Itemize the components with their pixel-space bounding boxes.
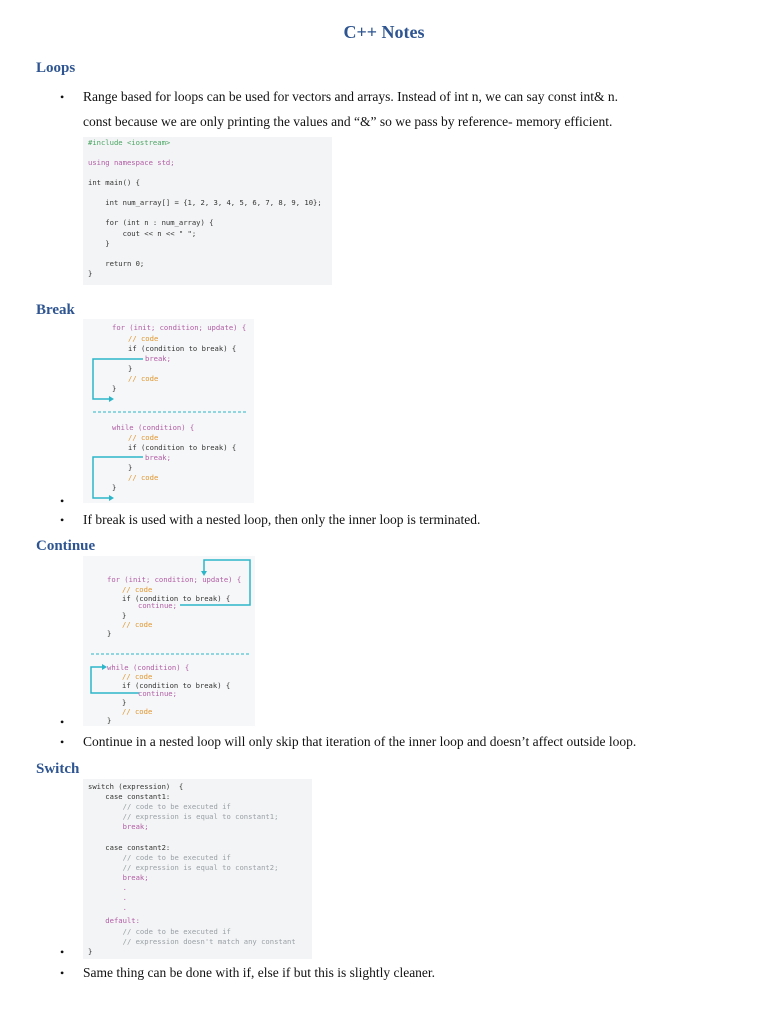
code-line: // expression is equal to constant1; — [88, 812, 279, 821]
code-line: break; — [88, 873, 149, 882]
switch-note: Same thing can be done with if, else if … — [83, 965, 436, 980]
code-line: #include <iostream> — [88, 138, 171, 147]
code-line: for (init; condition; update) { — [107, 575, 242, 584]
code-line: continue; — [138, 601, 177, 610]
code-line: } — [112, 483, 117, 492]
code-line: } — [128, 463, 133, 472]
bullet-marker: • — [60, 494, 65, 508]
code-line: } — [122, 611, 127, 620]
code-line: case constant1: — [88, 792, 171, 801]
code-line: if (condition to break) { — [122, 594, 231, 603]
code-line: // code — [122, 672, 153, 681]
code-line: // code — [128, 334, 159, 343]
code-line: for (init; condition; update) { — [112, 323, 247, 332]
code-line: return 0; — [88, 259, 145, 268]
code-line: cout << n << " "; — [88, 229, 197, 238]
heading-continue: Continue — [36, 538, 96, 554]
code-line: } — [88, 947, 93, 956]
code-line: for (int n : num_array) { — [88, 218, 214, 227]
code-line: . — [88, 893, 127, 902]
heading-loops: Loops — [36, 60, 76, 76]
bullet-marker: • — [60, 90, 65, 104]
code-line: // code — [122, 585, 153, 594]
code-line: if (condition to break) { — [128, 443, 237, 452]
code-line: // code to be executed if — [88, 853, 231, 862]
code-line: . — [88, 903, 127, 912]
code-line: break; — [145, 354, 171, 363]
continue-arrows — [90, 559, 251, 694]
bullet-marker: • — [60, 945, 65, 959]
code-line: } — [88, 269, 93, 278]
code-line: using namespace std; — [88, 158, 175, 167]
code-line: break; — [145, 453, 171, 462]
code-line: while (condition) { — [107, 663, 190, 672]
code-line: while (condition) { — [112, 423, 195, 432]
code-line: // code — [128, 433, 159, 442]
break-note: If break is used with a nested loop, the… — [83, 512, 481, 527]
code-line: } — [107, 629, 112, 638]
heading-switch: Switch — [36, 761, 80, 777]
code-line: // expression is equal to constant2; — [88, 863, 279, 872]
page-title: C++ Notes — [343, 22, 425, 42]
switch-code-image: switch (expression) { case constant1: //… — [83, 779, 312, 959]
loops-note-line2: const because we are only printing the v… — [83, 114, 613, 129]
code-line: if (condition to break) { — [128, 344, 237, 353]
code-line: continue; — [138, 689, 177, 698]
code-line: // code — [122, 707, 153, 716]
code-line: int main() { — [88, 178, 140, 187]
code-line: } — [122, 698, 127, 707]
code-line: // code to be executed if — [88, 927, 231, 936]
code-line: if (condition to break) { — [122, 681, 231, 690]
heading-break: Break — [36, 302, 75, 318]
code-line: . — [88, 883, 127, 892]
code-line: // code — [128, 374, 159, 383]
continue-diagram-image: for (init; condition; update) { // code … — [83, 556, 255, 726]
code-line: // expression doesn't match any constant — [88, 937, 296, 946]
bullet-marker: • — [60, 966, 65, 980]
continue-note: Continue in a nested loop will only skip… — [83, 734, 637, 749]
code-line: case constant2: — [88, 843, 171, 852]
code-line: } — [107, 716, 112, 725]
code-line: break; — [88, 822, 149, 831]
code-line: int num_array[] = {1, 2, 3, 4, 5, 6, 7, … — [88, 198, 322, 207]
code-line: // code — [128, 473, 159, 482]
loops-code-image: #include <iostream> using namespace std;… — [83, 137, 332, 285]
bullet-marker: • — [60, 735, 65, 749]
code-line: } — [88, 239, 110, 248]
break-diagram-image: for (init; condition; update) { // code … — [83, 319, 254, 503]
code-line: default: — [88, 916, 140, 925]
code-line: switch (expression) { — [88, 782, 184, 791]
code-line: // code to be executed if — [88, 802, 231, 811]
bullet-marker: • — [60, 513, 65, 527]
loops-note-line1: Range based for loops can be used for ve… — [83, 89, 618, 104]
code-line: } — [128, 364, 133, 373]
code-line: } — [112, 384, 117, 393]
code-line: // code — [122, 620, 153, 629]
break-arrows — [92, 358, 248, 501]
bullet-marker: • — [60, 715, 65, 729]
